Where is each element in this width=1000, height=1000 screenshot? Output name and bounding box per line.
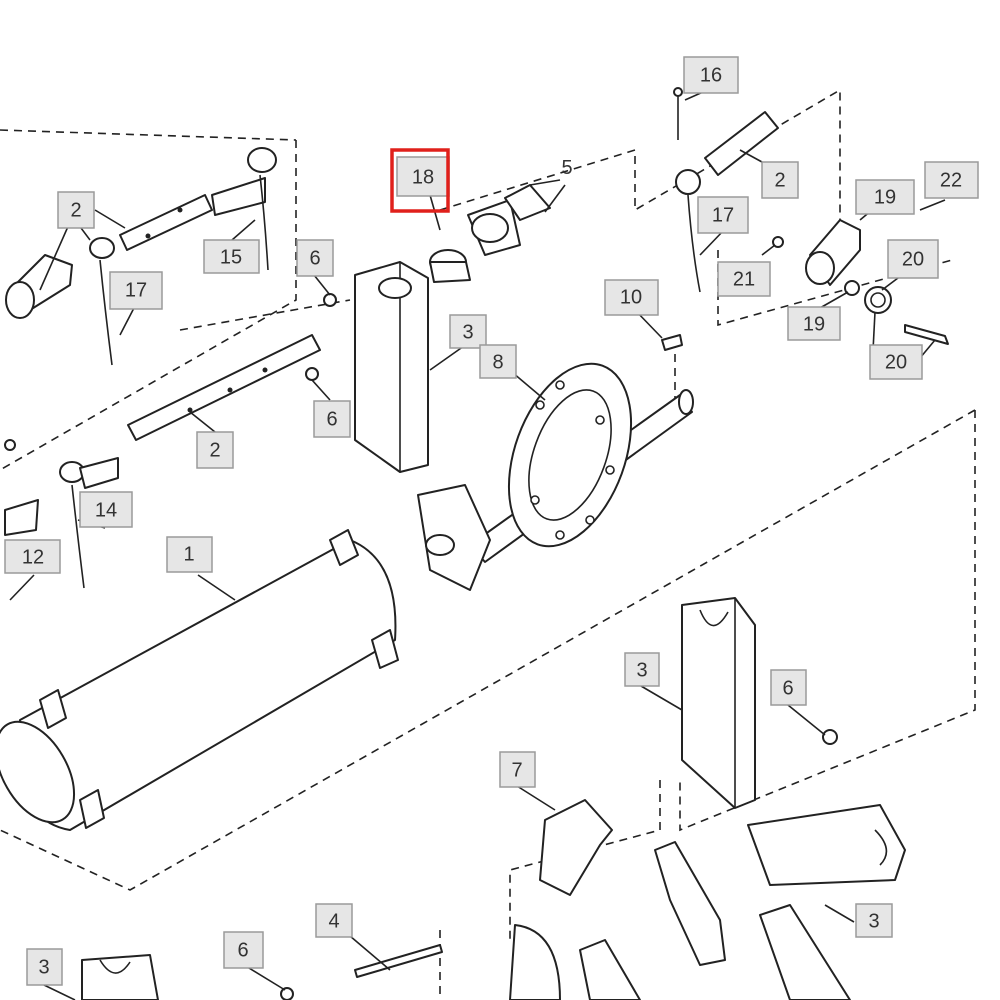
callout-7: 7 — [499, 751, 536, 788]
callout-1: 1 — [166, 536, 213, 573]
callout-3-lower-right: 3 — [855, 903, 893, 938]
callout-10: 10 — [604, 279, 659, 316]
callout-3-upper: 3 — [449, 314, 487, 349]
spring-clips — [4, 147, 701, 589]
callout-20: 19 — [787, 306, 841, 341]
shaft-flange-part — [417, 362, 694, 591]
svg-text:2: 2 — [774, 169, 785, 191]
callout-8: 8 — [479, 344, 517, 379]
svg-text:6: 6 — [237, 939, 248, 961]
callout-19: 20 — [869, 344, 923, 380]
rod-parts — [5, 111, 779, 441]
callout-21: 21 — [717, 261, 771, 297]
callout-13: 14 — [79, 491, 133, 528]
svg-text:19: 19 — [874, 186, 896, 208]
callout-11: 12 — [4, 539, 61, 574]
callout-6-middle: 6 — [313, 400, 351, 438]
callout-22: 22 — [924, 161, 979, 199]
callout-18: 20 — [887, 239, 939, 279]
fasteners — [4, 87, 838, 1000]
bearing-plate-lower-right — [747, 804, 906, 1000]
svg-text:20: 20 — [902, 248, 924, 270]
svg-text:12: 12 — [22, 546, 44, 568]
callout-6-upper: 6 — [296, 239, 334, 277]
callout-4: 4 — [315, 903, 353, 938]
svg-text:3: 3 — [38, 956, 49, 978]
svg-text:3: 3 — [868, 910, 879, 932]
svg-text:21: 21 — [733, 268, 755, 290]
callout-16-highlight — [390, 148, 450, 213]
svg-text:2: 2 — [70, 199, 81, 221]
svg-text:14: 14 — [95, 499, 117, 521]
bearing-plate-lower-left — [81, 954, 159, 1000]
dashed-assembly-outlines — [0, 88, 976, 1000]
callout-6-right: 6 — [770, 669, 807, 706]
svg-text:6: 6 — [782, 677, 793, 699]
svg-text:6: 6 — [326, 408, 337, 430]
bearing-plate-right — [681, 597, 756, 809]
callout-12: 15 — [203, 239, 260, 274]
svg-text:7: 7 — [511, 759, 522, 781]
callout-16: 18 — [396, 156, 450, 197]
svg-text:17: 17 — [712, 204, 734, 226]
svg-text:6: 6 — [309, 247, 320, 269]
svg-text:1: 1 — [183, 543, 194, 565]
svg-text:22: 22 — [940, 169, 962, 191]
callout-5: 5 — [561, 157, 572, 179]
callout-14-left: 17 — [109, 271, 163, 310]
bearing-plate-upper — [354, 261, 429, 473]
clamp-bracket-parts — [429, 179, 566, 283]
callout-17: 19 — [855, 179, 915, 215]
callout-2-right: 2 — [761, 161, 799, 199]
svg-text:16: 16 — [700, 64, 722, 86]
svg-text:10: 10 — [620, 286, 642, 308]
callout-labels: 2 15 17 6 6 3 8 2 14 12 1 — [4, 56, 979, 986]
drum-tube-part — [0, 529, 399, 831]
svg-text:19: 19 — [803, 313, 825, 335]
svg-text:4: 4 — [328, 910, 339, 932]
curved-segment-parts — [509, 799, 726, 1000]
svg-text:2: 2 — [209, 439, 220, 461]
callout-2-upper-left: 2 — [57, 191, 95, 229]
svg-text:20: 20 — [885, 351, 907, 373]
callout-2-middle: 2 — [196, 431, 234, 469]
svg-text:18: 18 — [412, 166, 434, 188]
svg-text:17: 17 — [125, 279, 147, 301]
svg-text:8: 8 — [492, 351, 503, 373]
svg-text:3: 3 — [462, 321, 473, 343]
callout-14-right: 17 — [697, 196, 749, 234]
svg-text:15: 15 — [220, 246, 242, 268]
svg-text:3: 3 — [636, 659, 647, 681]
callout-6-lower: 6 — [223, 931, 264, 969]
callout-3-right: 3 — [624, 652, 660, 687]
callout-3-lower-left: 3 — [26, 948, 63, 986]
callout-15: 16 — [683, 56, 739, 94]
